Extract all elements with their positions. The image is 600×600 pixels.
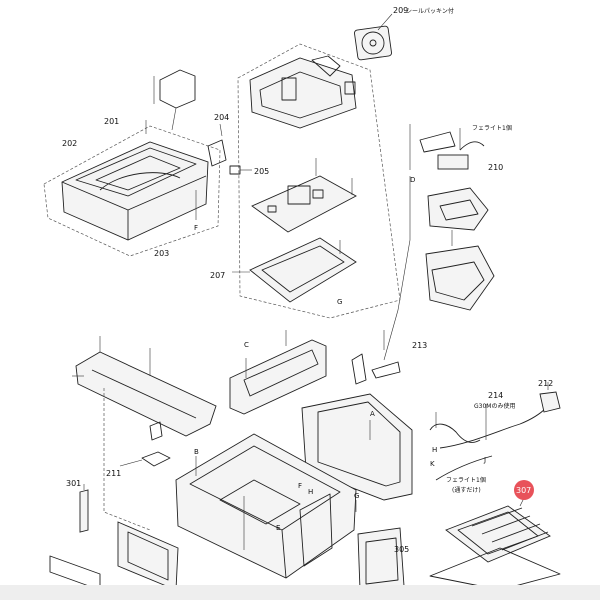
marker-h-bottom: H bbox=[308, 488, 313, 496]
callout-307-highlight[interactable]: 307 bbox=[514, 480, 534, 500]
group-201-boundary bbox=[43, 125, 221, 257]
marker-g-top: G bbox=[337, 298, 342, 306]
part-c-bracket bbox=[229, 330, 327, 415]
wire-d-leader bbox=[383, 176, 411, 361]
note-ferrite-bottom: フェライト1個 bbox=[446, 476, 486, 484]
marker-j: J bbox=[483, 456, 486, 464]
part-305-tray bbox=[357, 527, 405, 591]
part-201-housing bbox=[61, 69, 209, 241]
part-213-bracket bbox=[351, 330, 401, 385]
part-307-grill bbox=[429, 497, 561, 591]
part-211-clip bbox=[119, 421, 171, 467]
marker-k: K bbox=[430, 460, 435, 468]
callout-210: 210 bbox=[488, 163, 503, 172]
part-212-power-cord bbox=[429, 382, 561, 481]
callout-213: 213 bbox=[412, 341, 427, 350]
callout-202: 202 bbox=[62, 139, 77, 148]
marker-g-bottom: G bbox=[354, 492, 359, 500]
marker-f-bottom: F bbox=[298, 482, 302, 490]
marker-f-top: F bbox=[194, 224, 198, 232]
marker-a: A bbox=[370, 410, 375, 418]
callout-207: 207 bbox=[210, 271, 225, 280]
callout-307: 307 bbox=[516, 486, 531, 495]
callout-305: 305 bbox=[394, 545, 409, 554]
part-207-frame bbox=[232, 237, 357, 303]
bottom-band bbox=[0, 585, 600, 600]
part-301-strip bbox=[49, 484, 179, 591]
callout-201: 201 bbox=[104, 117, 119, 126]
marker-h-right: H bbox=[432, 446, 437, 454]
callout-212: 212 bbox=[538, 379, 553, 388]
part-left-rail bbox=[72, 336, 217, 437]
part-209-fan bbox=[354, 13, 393, 61]
marker-e: E bbox=[276, 524, 280, 532]
callout-203: 203 bbox=[154, 249, 169, 258]
part-207-top-unit bbox=[249, 55, 357, 129]
marker-c: C bbox=[244, 341, 249, 349]
callout-214: 214 bbox=[488, 391, 503, 400]
marker-d: D bbox=[410, 176, 415, 184]
highlight-circle bbox=[514, 480, 534, 500]
note-ferrite-top: フェライト1個 bbox=[472, 124, 512, 132]
part-210-assembly bbox=[425, 187, 495, 311]
part-204-205-brackets bbox=[195, 123, 252, 220]
group-211-boundary bbox=[103, 388, 151, 531]
callout-211: 211 bbox=[106, 469, 121, 478]
marker-b: B bbox=[194, 448, 199, 456]
note-g30m-only: G30Mのみ使用 bbox=[474, 402, 515, 410]
part-b-base bbox=[175, 433, 357, 579]
note-pass-through: (通すだけ) bbox=[452, 486, 481, 494]
note-seal-packing: シールパッキン付 bbox=[406, 7, 454, 15]
part-210-sensor bbox=[409, 124, 485, 170]
callout-209: 209 bbox=[393, 6, 408, 15]
part-207-circuit-board bbox=[251, 158, 357, 233]
callout-301: 301 bbox=[66, 479, 81, 488]
callout-204: 204 bbox=[214, 113, 229, 122]
callout-205: 205 bbox=[254, 167, 269, 176]
